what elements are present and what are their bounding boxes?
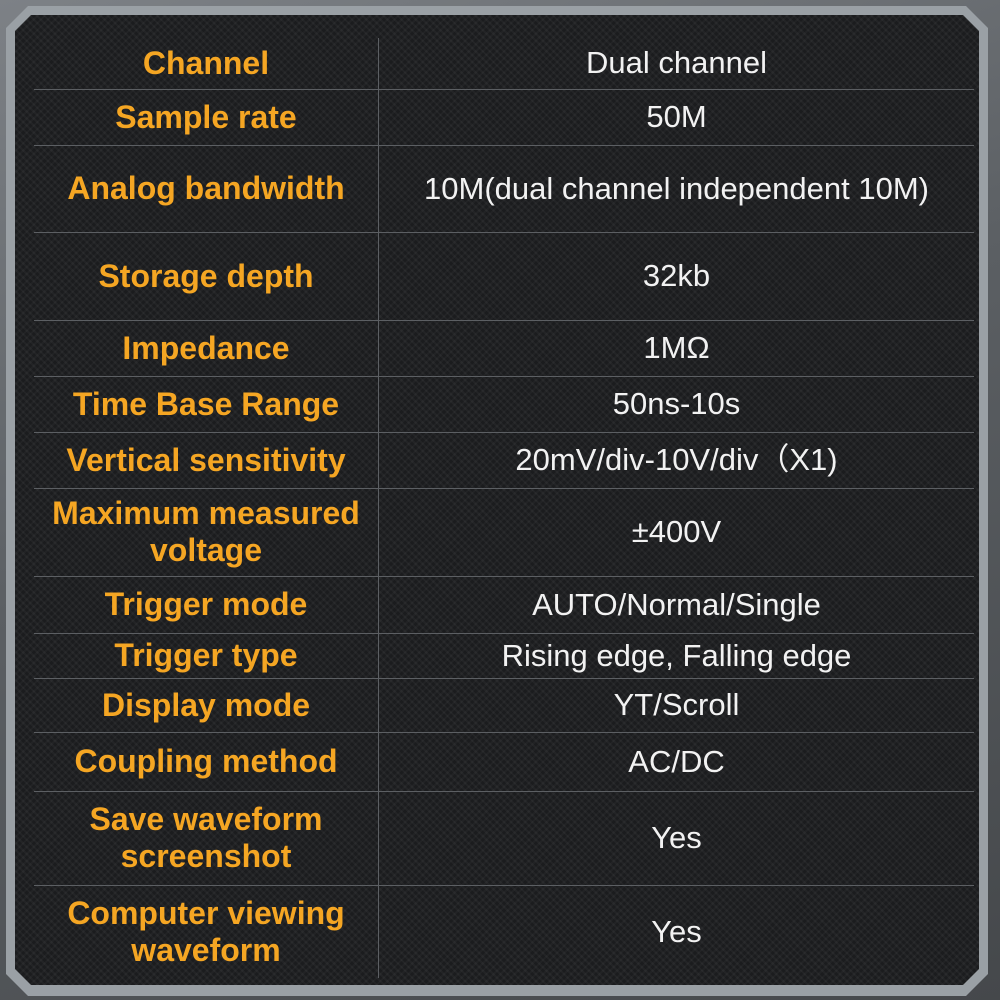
spec-label-storage-depth: Storage depth [34,231,379,321]
spec-value-time-base-range: 50ns-10s [378,375,974,433]
spec-label-analog-bandwidth: Analog bandwidth [34,144,379,233]
spec-value-maximum-measured-voltage: ±400V [378,487,974,577]
table-row: Save waveform screenshot Yes [34,790,974,886]
spec-label-time-base-range: Time Base Range [34,375,379,433]
table-row: Sample rate 50M [34,88,974,146]
spec-label-sample-rate: Sample rate [34,88,379,146]
table-row: Channel Dual channel [34,38,974,90]
spec-label-trigger-mode: Trigger mode [34,575,379,634]
table-row: Vertical sensitivity 20mV/div-10V/div（X1… [34,431,974,489]
spec-label-vertical-sensitivity: Vertical sensitivity [34,431,379,489]
spec-value-analog-bandwidth: 10M(dual channel independent 10M) [378,144,974,233]
table-row: Computer viewing waveform Yes [34,884,974,978]
table-row: Display mode YT/Scroll [34,677,974,733]
spec-label-computer-viewing-waveform: Computer viewing waveform [34,884,379,978]
spec-label-impedance: Impedance [34,319,379,377]
spec-value-save-waveform-screenshot: Yes [378,790,974,886]
spec-label-maximum-measured-voltage: Maximum measured voltage [34,487,379,577]
spec-value-trigger-type: Rising edge, Falling edge [378,632,974,679]
spec-table: Channel Dual channel Sample rate 50M Ana… [34,38,974,978]
spec-label-display-mode: Display mode [34,677,379,733]
table-row: Coupling method AC/DC [34,731,974,792]
spec-label-coupling-method: Coupling method [34,731,379,792]
spec-value-vertical-sensitivity: 20mV/div-10V/div（X1) [378,431,974,489]
spec-label-trigger-type: Trigger type [34,632,379,679]
spec-value-display-mode: YT/Scroll [378,677,974,733]
spec-value-coupling-method: AC/DC [378,731,974,792]
spec-value-impedance: 1MΩ [378,319,974,377]
spec-label-save-waveform-screenshot: Save waveform screenshot [34,790,379,886]
spec-label-channel: Channel [34,38,379,90]
table-row: Storage depth 32kb [34,231,974,321]
table-row: Analog bandwidth 10M(dual channel indepe… [34,144,974,233]
spec-value-trigger-mode: AUTO/Normal/Single [378,575,974,634]
spec-value-storage-depth: 32kb [378,231,974,321]
table-row: Trigger mode AUTO/Normal/Single [34,575,974,634]
spec-value-computer-viewing-waveform: Yes [378,884,974,978]
table-row: Trigger type Rising edge, Falling edge [34,632,974,679]
spec-value-sample-rate: 50M [378,88,974,146]
table-row: Maximum measured voltage ±400V [34,487,974,577]
table-row: Impedance 1MΩ [34,319,974,377]
table-row: Time Base Range 50ns-10s [34,375,974,433]
spec-value-channel: Dual channel [378,38,974,90]
